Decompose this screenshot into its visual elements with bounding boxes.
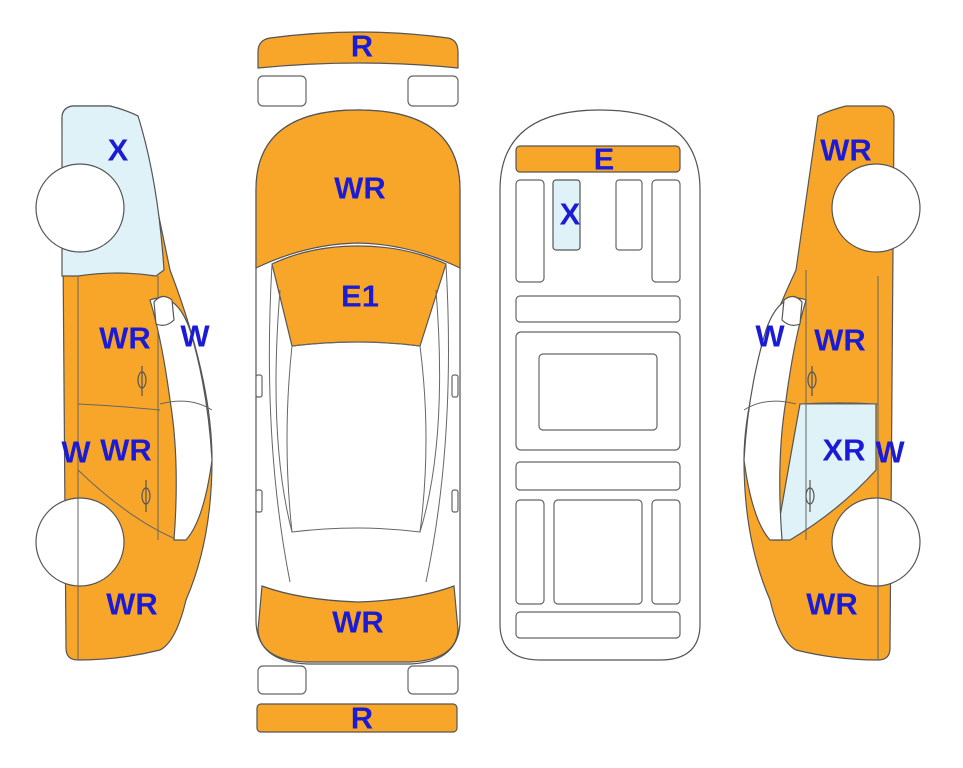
rear-left-light xyxy=(257,665,307,695)
left-front-window-label: W xyxy=(180,319,210,354)
left-inner-line xyxy=(275,289,293,533)
hood-panel[interactable] xyxy=(255,109,461,269)
rear-right-slot xyxy=(651,499,681,605)
left-door-divider-2 xyxy=(77,403,161,411)
right-rear-wheel xyxy=(831,497,921,587)
right-mirror-shape xyxy=(781,295,803,326)
right-side-view: WR W WR XR W WR xyxy=(743,105,921,661)
left-rear-door-handle xyxy=(141,480,151,512)
right-front-door-panel[interactable] xyxy=(775,402,877,541)
front-right-light xyxy=(407,75,459,107)
right-front-wheel xyxy=(831,163,921,253)
interior-view: E X xyxy=(499,109,701,661)
right-rear-quarter-label: WR xyxy=(820,133,872,168)
right-rear-door-handle xyxy=(807,366,817,396)
rear-bumper-label: R xyxy=(351,701,373,736)
roof-front-panel[interactable] xyxy=(515,145,681,173)
right-rear-window-label: W xyxy=(755,319,785,354)
middle-bar-1 xyxy=(515,295,681,323)
right-rear-door-label: WR xyxy=(814,323,866,358)
rear-bumper-panel[interactable] xyxy=(256,703,458,733)
left-mirror xyxy=(255,374,263,398)
left-window-glass xyxy=(149,297,213,541)
roof-front-panel-label: E xyxy=(594,142,615,177)
left-front-door-handle xyxy=(137,366,147,396)
front-left-slot xyxy=(515,179,545,283)
left-handle xyxy=(255,489,263,513)
front-right-slot xyxy=(651,179,681,283)
right-handle xyxy=(451,489,459,513)
left-rear-quarter-label: WR xyxy=(106,587,158,622)
left-rear-door-label: WR xyxy=(100,433,152,468)
right-window-line xyxy=(743,400,797,411)
middle-bar-2 xyxy=(515,461,681,491)
left-rear-wheel xyxy=(35,497,125,587)
right-inner-line xyxy=(419,289,441,533)
right-front-door-right-label: W xyxy=(875,435,905,470)
right-front-door-label: XR xyxy=(822,433,865,468)
left-front-door-label: WR xyxy=(99,321,151,356)
front-left-light xyxy=(257,75,307,107)
right-window-glass xyxy=(743,297,807,541)
windshield-label: E1 xyxy=(341,279,379,314)
trunk-panel[interactable] xyxy=(257,585,459,663)
rear-left-slot xyxy=(515,499,545,605)
rear-bar xyxy=(515,611,681,639)
right-mirror xyxy=(451,374,459,398)
left-door-slant xyxy=(77,469,179,541)
front-bumper-label: R xyxy=(351,29,373,64)
right-front-fender-label: WR xyxy=(806,587,858,622)
right-front-door-handle xyxy=(805,480,815,512)
left-window-line xyxy=(159,400,213,411)
center-console-inner xyxy=(538,353,658,431)
rear-center-slot xyxy=(553,499,643,605)
left-front-fender-label: X xyxy=(108,133,129,168)
top-view: R WR E1 WR R xyxy=(255,29,461,736)
roof-left-panel-label: X xyxy=(560,197,581,232)
left-pillar-lines xyxy=(268,263,291,583)
left-side-view: X WR W W WR WR xyxy=(35,105,213,661)
left-front-wheel xyxy=(35,163,125,253)
right-pillar-lines xyxy=(425,263,449,583)
front-bumper-panel[interactable] xyxy=(257,31,459,69)
rear-right-light xyxy=(407,665,459,695)
left-mirror-shape xyxy=(153,295,175,326)
roof-left-panel[interactable] xyxy=(552,179,581,251)
left-rear-door-left-label: W xyxy=(61,435,91,470)
hood-label: WR xyxy=(334,171,386,206)
trunk-label: WR xyxy=(332,605,384,640)
front-right-slot-inner xyxy=(615,179,643,251)
